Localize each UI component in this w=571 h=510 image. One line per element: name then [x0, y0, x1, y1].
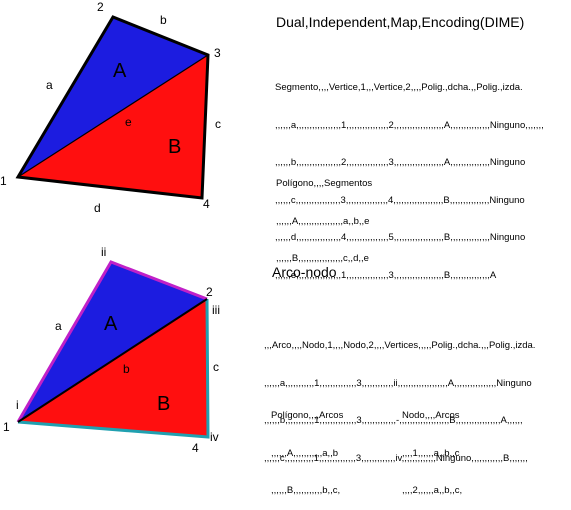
bottom-arc-b-line [17, 298, 208, 423]
table-row: ,,,,,,b,,,,,,,,,,,1,,,,,,,,,,,,,,3,,,,,,… [264, 415, 523, 426]
top-region-b [18, 55, 208, 198]
bottom-node-table: Nodo,,,,Arcos ,,,,1,,,,,,a,,b,,c ,,,,2,,… [402, 385, 462, 510]
bottom-vertex-iii: iii [212, 303, 220, 317]
bottom-arc-c: c [213, 360, 219, 374]
top-edge-a: a [46, 78, 53, 92]
top-region-a-label: A [113, 60, 127, 82]
top-title: Dual,Independent,Map,Encoding(DIME) [276, 14, 525, 30]
table-row: ,,,Arco,,,,Nodo,1,,,,Nodo,2,,,,Vertices,… [264, 340, 536, 351]
table-row: ,,,,,,A,,,,,,,,,,,,,,,,,a,,b,,e [276, 215, 370, 227]
bottom-arc-node-diagram: ii 2 iii i 1 iv 4 a b c A B [3, 245, 220, 455]
table-row: Nodo,,,,Arcos [402, 410, 460, 421]
top-vertex-2: 2 [97, 0, 104, 14]
top-vertex-4: 4 [203, 197, 210, 211]
bottom-node-1: 1 [3, 420, 10, 434]
bottom-node-2: 2 [206, 285, 213, 299]
bottom-region-b [18, 299, 208, 437]
table-row: Polígono,,,,Arcos [271, 410, 344, 421]
bottom-vertex-4: 4 [192, 441, 199, 455]
table-row: ,,,,,,c,,,,,,,,,,,,,,,,,3,,,,,,,,,,,,,,,… [275, 194, 525, 206]
bottom-vertex-i: i [16, 398, 19, 412]
bottom-arc-a: a [55, 319, 62, 333]
bottom-vertex-iv: iv [210, 430, 219, 444]
top-vertex-1: 1 [0, 174, 7, 188]
top-edge-e: e [125, 115, 132, 129]
top-edge-e-line [17, 54, 209, 178]
bottom-arc-c-line [17, 298, 210, 439]
table-row: ,,,,2,,,,,,a,,b,,c, [402, 485, 463, 496]
bottom-region-a [18, 262, 207, 422]
bottom-vertex-ii: ii [101, 245, 106, 259]
top-region-a [18, 17, 208, 177]
table-row: ,,,,,,a,,,,,,,,,,,,,,,,,1,,,,,,,,,,,,,,,… [275, 119, 544, 131]
bottom-title: Arco-nodo [272, 264, 337, 280]
bottom-region-b-label: B [157, 393, 170, 415]
bottom-polygon-table: Polígono,,,,Arcos ,,,,,,A,,,,,,,,,,,a,,b… [271, 385, 343, 510]
table-row: ,,,,,,c,,,,,,,,,,,1,,,,,,,,,,,,,,3,,,,,,… [264, 452, 528, 464]
top-edge-c: c [215, 117, 221, 131]
table-row: ,,,,,,B,,,,,,,,,,,b,,c, [271, 485, 341, 496]
table-row: ,,,,,,A,,,,,,,,,,,a,,b [271, 447, 339, 459]
top-edge-b: b [160, 13, 167, 27]
table-row: Segmento,,,,Vertice,1,,,Vertice,2,,,,Pol… [275, 82, 523, 93]
table-row: ,,,,,,d,,,,,,,,,,,,,,,,,4,,,,,,,,,,,,,,,… [275, 232, 526, 243]
top-segments-table: Segmento,,,,Vertice,1,,,Vertice,2,,,,Pol… [275, 57, 544, 295]
top-edge-d: d [94, 201, 101, 215]
bottom-arc-b: b [123, 362, 130, 376]
bottom-arc-a-line [16, 260, 208, 423]
top-dime-diagram: 2 3 1 4 a b c d e A B [0, 0, 221, 215]
table-row: ,,,,,,B,,,,,,,,,,,,,,,,,c,,d,,e [276, 253, 369, 264]
top-region-b-label: B [168, 136, 181, 158]
diagram-canvas: 2 3 1 4 a b c d e A B ii 2 iii i 1 iv 4 … [0, 0, 221, 455]
top-vertex-3: 3 [214, 46, 221, 60]
bottom-region-a-label: A [104, 313, 118, 335]
table-row: Polígono,,,,Segmentos [276, 178, 373, 189]
table-row: ,,,,1,,,,,,a,,b,,c [402, 447, 460, 459]
top-polygon-table: Polígono,,,,Segmentos ,,,,,,A,,,,,,,,,,,… [276, 153, 372, 278]
table-row: ,,,,,,a,,,,,,,,,,,1,,,,,,,,,,,,,,3,,,,,,… [264, 377, 532, 389]
table-row: ,,,,,,e,,,,,,,,,,,,,,,,,1,,,,,,,,,,,,,,,… [275, 269, 497, 281]
table-row: ,,,,,,b,,,,,,,,,,,,,,,,,2,,,,,,,,,,,,,,,… [275, 157, 526, 168]
bottom-arc-table: ,,,Arco,,,,Nodo,1,,,,Nodo,2,,,,Vertices,… [264, 315, 535, 478]
